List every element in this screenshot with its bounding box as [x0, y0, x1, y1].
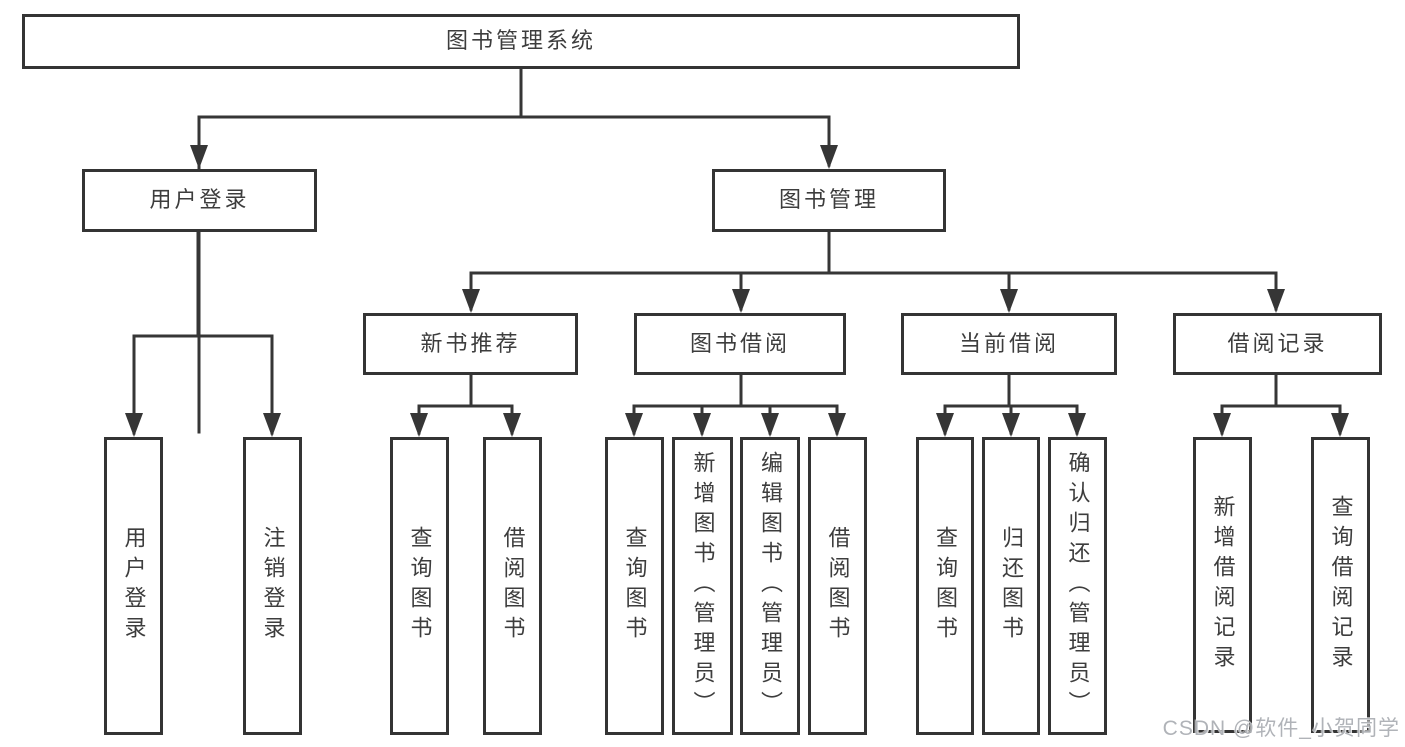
leaf-record-query-borrow-record-label: 查询借阅记录	[1328, 495, 1354, 675]
node-user-login-label: 用户登录	[149, 187, 250, 213]
watermark-text: CSDN @软件_小贺同学	[1162, 717, 1400, 740]
leaf-current-query-book: 查询图书	[916, 437, 974, 735]
leaf-current-confirm-return-admin-label: 确认归还（管理员）	[1065, 451, 1091, 721]
leaf-record-add-borrow-record: 新增借阅记录	[1193, 437, 1252, 733]
node-root-label: 图书管理系统	[445, 28, 596, 54]
leaf-borrow-add-book-admin: 新增图书（管理员）	[672, 437, 733, 735]
leaf-borrow-query-book: 查询图书	[605, 437, 664, 735]
node-borrow-record: 借阅记录	[1173, 313, 1382, 375]
leaf-user-login-label: 用户登录	[121, 526, 147, 646]
leaf-current-return-book-label: 归还图书	[999, 526, 1024, 646]
node-new-book-recommend-label: 新书推荐	[420, 330, 521, 356]
arrowheads	[125, 145, 1349, 437]
leaf-current-return-book: 归还图书	[982, 437, 1040, 735]
leaf-borrow-query-book-label: 查询图书	[622, 526, 648, 646]
leaf-borrow-borrow-book: 借阅图书	[808, 437, 867, 735]
edge-root-to-level2	[197, 67, 831, 434]
node-book-management: 图书管理	[712, 169, 946, 232]
leaf-recommend-borrow-book: 借阅图书	[483, 437, 542, 735]
edge-borrow-record-branch	[1220, 373, 1342, 435]
leaf-borrow-edit-book-admin-label: 编辑图书（管理员）	[758, 451, 783, 721]
leaf-current-query-book-label: 查询图书	[933, 526, 958, 646]
node-borrow-record-label: 借阅记录	[1227, 330, 1328, 356]
leaf-borrow-borrow-book-label: 借阅图书	[825, 526, 851, 646]
edge-new-book-branch	[417, 373, 514, 435]
node-root: 图书管理系统	[22, 14, 1020, 69]
node-book-borrow: 图书借阅	[634, 313, 846, 375]
leaf-recommend-query-book-label: 查询图书	[407, 526, 433, 646]
edge-book-borrow-branch	[632, 373, 839, 435]
node-current-borrow-label: 当前借阅	[958, 330, 1059, 356]
node-user-login: 用户登录	[82, 169, 317, 232]
node-book-borrow-label: 图书借阅	[689, 330, 790, 356]
leaf-record-query-borrow-record: 查询借阅记录	[1311, 437, 1370, 733]
leaf-recommend-query-book: 查询图书	[390, 437, 449, 735]
node-current-borrow: 当前借阅	[901, 313, 1117, 375]
leaf-current-confirm-return-admin: 确认归还（管理员）	[1048, 437, 1107, 735]
leaf-borrow-edit-book-admin: 编辑图书（管理员）	[740, 437, 800, 735]
node-new-book-recommend: 新书推荐	[363, 313, 578, 375]
leaf-recommend-borrow-book-label: 借阅图书	[500, 526, 526, 646]
edge-book-mgmt-branch	[469, 230, 1278, 311]
leaf-record-add-borrow-record-label: 新增借阅记录	[1210, 495, 1236, 675]
edge-user-login-branch	[132, 230, 274, 435]
leaf-borrow-add-book-admin-label: 新增图书（管理员）	[690, 451, 716, 721]
leaf-logout: 注销登录	[243, 437, 302, 735]
watermark: CSDN @软件_小贺同学	[1163, 712, 1400, 742]
leaf-user-login: 用户登录	[104, 437, 163, 735]
node-book-management-label: 图书管理	[778, 187, 879, 213]
leaf-logout-label: 注销登录	[260, 526, 286, 646]
